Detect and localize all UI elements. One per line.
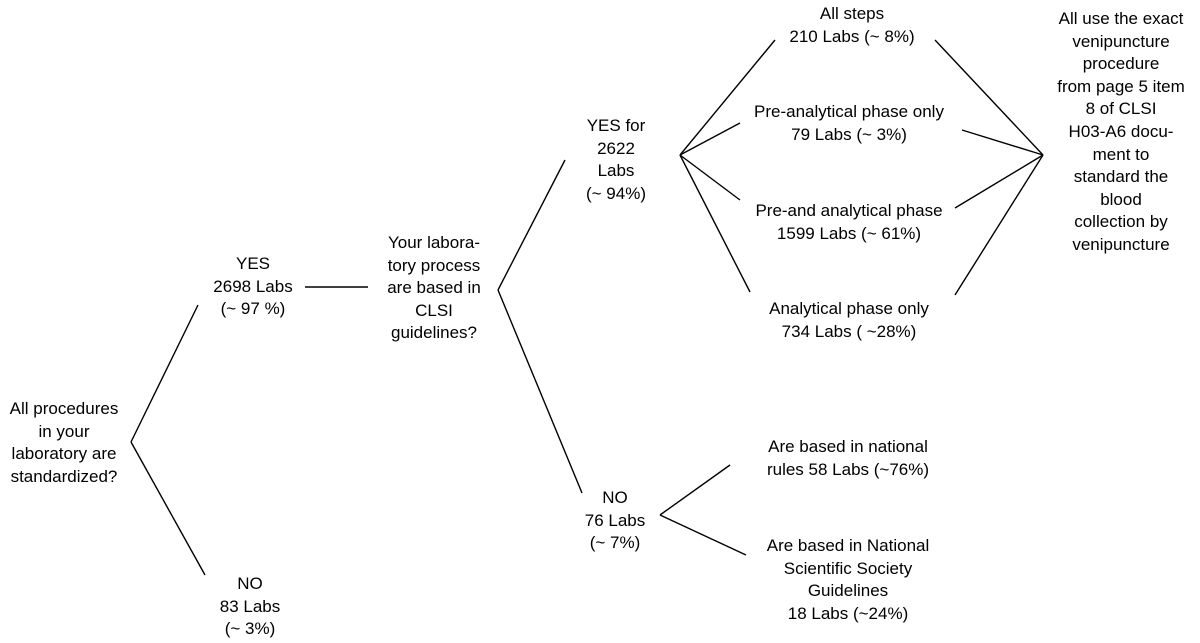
node-venipuncture-procedure: All use the exact venipuncture procedure…: [1057, 9, 1185, 254]
edge-yes-to-analytical-only: [679, 154, 751, 293]
edge-yes-to-pre-analytical: [679, 122, 741, 156]
edge-clsi-to-yes: [497, 159, 566, 291]
edge-pre-analytical-to-venipuncture: [961, 129, 1044, 156]
edge-no-to-national-rules: [659, 464, 731, 516]
node-national-rules: Are based in national rules 58 Labs (~76…: [766, 437, 930, 479]
node-yes-clsi: YES for 2622 Labs (~ 94%): [586, 116, 646, 203]
node-clsi-question: Your labora- tory process are based in C…: [387, 233, 481, 343]
node-no-standardized: NO 83 Labs (~ 3%): [219, 574, 281, 639]
node-root-question: All procedures in your laboratory are st…: [9, 399, 119, 486]
edge-no-to-national-society: [659, 514, 747, 556]
edge-pre-and-analytical-to-venipuncture: [954, 154, 1044, 209]
node-yes-standardized: YES 2698 Labs (~ 97 %): [213, 254, 293, 319]
node-no-clsi: NO 76 Labs (~ 7%): [584, 488, 646, 553]
node-pre-and-analytical: Pre-and analytical phase 1599 Labs (~ 61…: [755, 201, 943, 243]
edge-all-steps-to-venipuncture: [934, 39, 1044, 156]
edge-root-to-yes: [130, 304, 199, 443]
edge-analytical-only-to-venipuncture: [954, 154, 1044, 296]
node-all-steps: All steps 210 Labs (~ 8%): [789, 4, 915, 46]
edge-yes-to-pre-and-analytical: [679, 154, 741, 201]
edge-root-to-no: [130, 441, 206, 576]
node-pre-analytical-only: Pre-analytical phase only 79 Labs (~ 3%): [754, 102, 944, 144]
edge-yes-to-all-steps: [679, 39, 776, 156]
edge-clsi-to-no: [497, 289, 583, 494]
node-national-society-guidelines: Are based in National Scientific Society…: [766, 536, 930, 623]
node-analytical-only: Analytical phase only 734 Labs ( ~28%): [769, 299, 929, 341]
